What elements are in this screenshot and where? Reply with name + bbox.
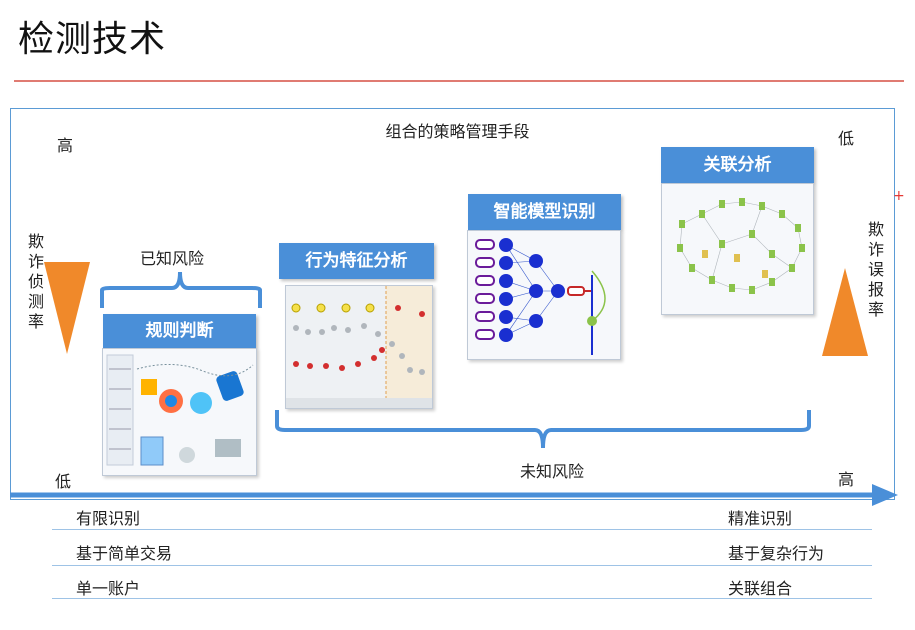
known-risk-bracket [100, 271, 262, 308]
right-orange-triangle [822, 268, 868, 356]
left-orange-triangle [44, 262, 90, 354]
row-3-left-label: 单一账户 [76, 579, 141, 598]
technique-rule-header: 规则判断 [103, 314, 256, 348]
row-divider [52, 598, 872, 599]
row-1-left-label: 有限识别 [76, 509, 141, 528]
row-2-left-label: 基于简单交易 [76, 544, 173, 563]
technique-behavior-header: 行为特征分析 [279, 243, 434, 279]
unknown-risk-label: 未知风险 [520, 462, 585, 481]
diagram-frame [10, 108, 895, 500]
unknown-risk-bracket [275, 410, 811, 449]
left-axis-vertical-label: 欺诈侦测率 [27, 232, 44, 331]
neural-network-illustration [467, 230, 621, 360]
row-divider [52, 529, 872, 530]
diagram-title: 组合的策略管理手段 [385, 122, 530, 141]
page-title: 检测技术 [18, 19, 167, 60]
right-axis-vertical-label: 欺诈误报率 [867, 220, 884, 319]
plus-marker-icon: + [893, 188, 905, 204]
row-2-right-label: 基于复杂行为 [728, 544, 825, 563]
technique-model-header: 智能模型识别 [468, 194, 621, 230]
association-graph-illustration [661, 183, 814, 315]
left-axis-top-label: 高 [57, 136, 74, 155]
technique-association-header: 关联分析 [661, 147, 814, 183]
right-axis-top-label: 低 [838, 129, 855, 148]
rule-engine-illustration [102, 348, 257, 476]
behavior-scatter-illustration [285, 285, 433, 409]
known-risk-label: 已知风险 [140, 249, 205, 268]
bottom-axis-arrow [10, 484, 898, 506]
row-1-right-label: 精准识别 [728, 509, 793, 528]
left-axis-bottom-label: 低 [55, 472, 72, 491]
title-divider [14, 80, 904, 82]
row-divider [52, 565, 872, 566]
right-axis-bottom-label: 高 [838, 470, 855, 489]
row-3-right-label: 关联组合 [728, 579, 793, 598]
